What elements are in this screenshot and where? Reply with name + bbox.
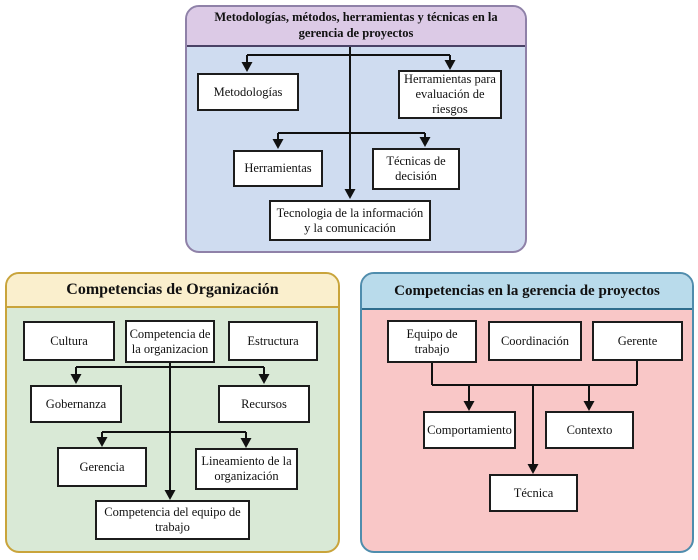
panel-metodologias-title: Metodologías, métodos, herramientas y té… [187,7,525,47]
node-contexto: Contexto [545,411,634,449]
node-herramientas: Herramientas [233,150,323,187]
connector-lines [241,47,456,199]
panel-competencias-organizacion-body: Cultura Competencia de la organizacion E… [7,308,338,549]
node-lineamiento-organizacion: Lineamiento de la organización [195,448,298,490]
node-equipo-trabajo: Equipo de trabajo [387,320,477,363]
panel-competencias-organizacion: Competencias de Organización Cultura Com… [5,272,340,553]
node-herramientas-evaluacion-riesgos: Herramientas para evaluación de riesgos [398,70,502,119]
node-estructura: Estructura [228,321,318,361]
node-metodologias: Metodologías [197,73,299,111]
panel-competencias-organizacion-title: Competencias de Organización [7,274,338,308]
connector-lines [70,363,270,500]
node-tecnologia-informacion: Tecnologia de la información y la comuni… [269,200,431,241]
node-competencia-organizacion: Competencia de la organizacion [125,320,215,363]
node-gerente: Gerente [592,321,683,361]
node-tecnica: Técnica [489,474,578,512]
panel-metodologias-body: Metodologías Herramientas para evaluació… [187,47,525,249]
node-competencia-equipo-trabajo: Competencia del equipo de trabajo [95,500,250,540]
node-tecnicas-decision: Técnicas de decisión [372,148,460,190]
panel-metodologias: Metodologías, métodos, herramientas y té… [185,5,527,253]
node-cultura: Cultura [23,321,115,361]
node-comportamiento: Comportamiento [423,411,516,449]
panel-competencias-gerencia-title: Competencias en la gerencia de proyectos [362,274,692,310]
connector-lines [431,361,638,474]
panel-competencias-gerencia: Competencias en la gerencia de proyectos… [360,272,694,553]
panel-competencias-gerencia-body: Equipo de trabajo Coordinación Gerente C… [362,310,692,549]
node-coordinacion: Coordinación [488,321,582,361]
node-recursos: Recursos [218,385,310,423]
node-gobernanza: Gobernanza [30,385,122,423]
node-gerencia: Gerencia [57,447,147,487]
